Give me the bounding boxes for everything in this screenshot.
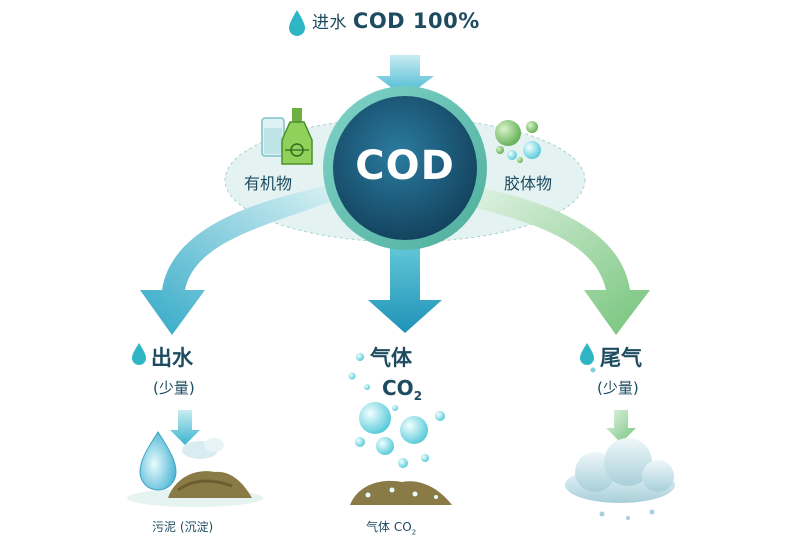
- inflow-arrow: [376, 55, 434, 98]
- header-drop-icon: [289, 10, 305, 36]
- gas-formula: CO2: [382, 376, 422, 403]
- effluent-sub: (少量): [153, 379, 195, 397]
- tail-gas-title: 尾气: [600, 346, 642, 370]
- colloid-bubbles-icon: [495, 120, 541, 163]
- gas-bottom: 气体 CO2: [366, 518, 416, 536]
- cod-label: COD: [355, 143, 455, 189]
- middle-branch-arrow: [368, 245, 442, 333]
- gas-bottom-base: 气体 CO: [366, 520, 412, 534]
- sludge-illustration: [127, 431, 263, 507]
- left-branch-arrow: [140, 185, 335, 335]
- effluent-title: 出水: [151, 346, 193, 370]
- header-main: COD 100%: [352, 9, 480, 33]
- tail-gas-sub: (少量): [597, 379, 639, 397]
- right-branch-arrow: [465, 185, 650, 335]
- effluent-bottom: 污泥 (沉淀): [152, 520, 214, 534]
- tail-drop-icon: [580, 343, 594, 365]
- gas-bubbles-illustration: [350, 402, 452, 505]
- colloid-label: 胶体物: [504, 174, 553, 193]
- gas-bottom-sub: 2: [411, 527, 417, 537]
- gas-formula-sub: 2: [413, 389, 423, 403]
- header-prefix: 进水: [312, 13, 347, 33]
- effluent-small-arrow: [170, 410, 200, 445]
- tail-small-arrow: [606, 410, 636, 443]
- gas-title: 气体: [370, 346, 412, 370]
- cod-circle: [333, 96, 477, 240]
- gas-formula-base: CO: [382, 376, 414, 400]
- bottles-icon: [261, 108, 313, 165]
- header-title: 进水 COD 100%: [312, 8, 480, 33]
- organic-matter-label: 有机物: [244, 174, 293, 193]
- gas-title-bubbles: [348, 353, 370, 390]
- effluent-drop-icon: [132, 343, 146, 365]
- cloud-illustration: [565, 438, 675, 520]
